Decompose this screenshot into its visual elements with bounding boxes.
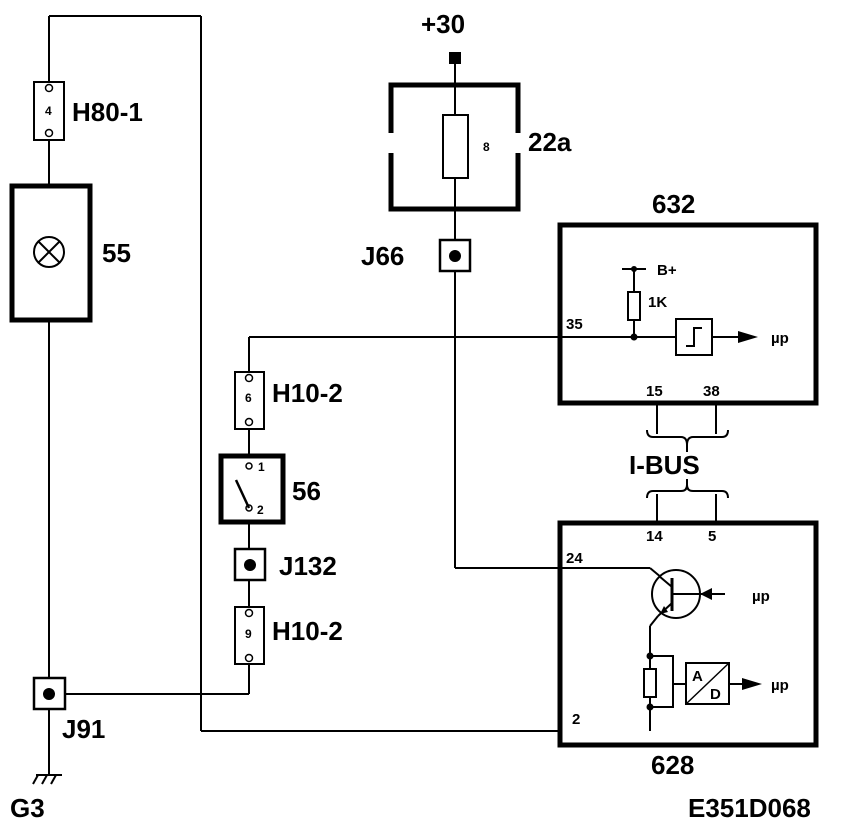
lamp-label: 55 [102, 238, 131, 268]
adc-label-a: A [692, 668, 703, 685]
pin-label: 5 [708, 528, 716, 545]
connector-pin-label: 6 [245, 391, 252, 405]
junction-label: J132 [279, 551, 337, 581]
transistor-input-label: µp [752, 588, 770, 605]
junction-label: J91 [62, 714, 105, 744]
pin-label: 2 [572, 711, 580, 728]
fuse-box-label: 22a [528, 127, 572, 157]
bus-label: I-BUS [629, 450, 700, 480]
pin-label: 35 [566, 316, 583, 333]
output-label: µp [771, 330, 789, 347]
arrow-icon [738, 331, 758, 343]
connector-h80-1: 4 H80-1 [33, 81, 143, 141]
connector-label: H10-2 [272, 378, 343, 408]
resistor-icon [627, 291, 641, 321]
ground-g3: G3 [10, 774, 62, 823]
switch-icon [234, 479, 251, 509]
drawing-code: E351D068 [688, 793, 811, 823]
transistor-icon [651, 569, 725, 619]
resistor-icon [643, 668, 657, 698]
module-628: 628 14 5 24 2 µp A D µp [557, 520, 819, 780]
lamp-55: 55 [9, 183, 131, 323]
left-circuit [48, 15, 560, 775]
adc-label-d: D [710, 686, 721, 703]
junction-label: J66 [361, 241, 404, 271]
junction-j132: J132 [233, 547, 337, 582]
pin-label: 14 [646, 528, 663, 545]
supply-label: +30 [421, 9, 465, 39]
pin-label: 38 [703, 383, 720, 400]
arrow-icon [742, 678, 762, 690]
switch-56: 1 2 56 [218, 453, 321, 525]
pin-label: 15 [646, 383, 663, 400]
module-label: 628 [651, 750, 694, 780]
module-632: 632 B+ 1K 35 µp 15 38 [557, 189, 819, 406]
connector-pin-label: 4 [45, 104, 52, 118]
supply-label: B+ [657, 262, 677, 279]
resistor-label: 1K [648, 294, 667, 311]
bus-bracket-icon [646, 484, 729, 499]
fuse-number: 8 [483, 140, 490, 154]
connector-h10-2-bottom: 9 H10-2 [234, 606, 343, 665]
fuse-box-22a: 8 22a [388, 82, 572, 212]
ground-label: G3 [10, 793, 45, 823]
ground-icon [32, 774, 39, 785]
connector-label: H80-1 [72, 97, 143, 127]
module-label: 632 [652, 189, 695, 219]
switch-pin-label: 1 [258, 460, 265, 474]
switch-label: 56 [292, 476, 321, 506]
supply-circuit [454, 60, 663, 579]
switch-pin-label: 2 [257, 503, 264, 517]
adc-output-label: µp [771, 677, 789, 694]
supply-plus30: +30 [421, 9, 465, 64]
connector-pin-label: 9 [245, 627, 252, 641]
connector-label: H10-2 [272, 616, 343, 646]
junction-j91: J91 [32, 676, 249, 744]
fuse-icon [442, 114, 469, 179]
junction-j66: J66 [361, 238, 472, 273]
pin-label: 24 [566, 550, 583, 567]
supply-terminal-icon [449, 52, 461, 64]
i-bus: I-BUS [629, 403, 729, 523]
connector-h10-2-top: 6 H10-2 [234, 371, 343, 430]
